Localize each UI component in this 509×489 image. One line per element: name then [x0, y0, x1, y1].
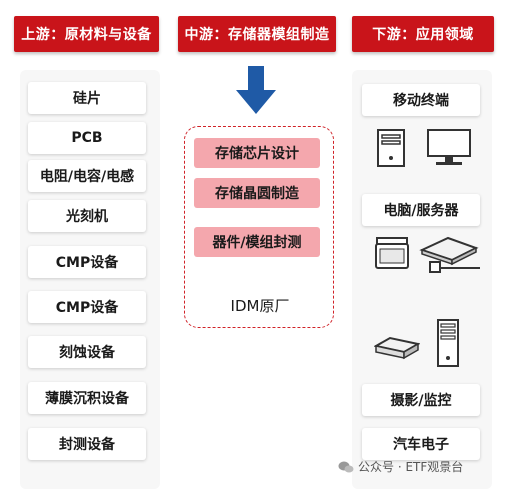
- desktop-tower-icon: [377, 129, 405, 167]
- upstream-item: CMP设备: [28, 246, 146, 278]
- set-top-box-icon: [374, 336, 420, 360]
- upstream-item: 电阻/电容/电感: [28, 160, 146, 192]
- watermark: 公众号 · ETF观景台: [338, 458, 463, 475]
- upstream-item: PCB: [28, 122, 146, 154]
- upstream-item: 封测设备: [28, 428, 146, 460]
- midstream-item: 存储芯片设计: [194, 138, 320, 168]
- downstream-item-mobile: 移动终端: [362, 84, 480, 116]
- upstream-item: 光刻机: [28, 200, 146, 232]
- wechat-icon: [338, 461, 354, 472]
- watermark-text: 公众号 · ETF观景台: [358, 460, 464, 474]
- upstream-item: 薄膜沉积设备: [28, 382, 146, 414]
- midstream-item: 器件/模组封测: [194, 227, 320, 257]
- downstream-item-pc-server: 电脑/服务器: [362, 194, 480, 226]
- midstream-header: 中游：存储器模组制造: [178, 16, 336, 52]
- upstream-item: 刻蚀设备: [28, 336, 146, 368]
- downstream-header: 下游：应用领域: [352, 16, 494, 52]
- server-tower-icon: [437, 319, 459, 367]
- monitor-icon: [427, 129, 471, 165]
- downstream-item-camera: 摄影/监控: [362, 384, 480, 416]
- midstream-item: 存储晶圆制造: [194, 178, 320, 208]
- idm-label: IDM原厂: [230, 297, 290, 315]
- downstream-item-auto: 汽车电子: [362, 428, 480, 460]
- printer-icon: [375, 237, 409, 269]
- down-arrow-icon: [236, 66, 276, 114]
- upstream-item: 硅片: [28, 82, 146, 114]
- upstream-header: 上游：原材料与设备: [14, 16, 159, 52]
- projector-icon: [419, 236, 480, 273]
- upstream-item: CMP设备: [28, 291, 146, 323]
